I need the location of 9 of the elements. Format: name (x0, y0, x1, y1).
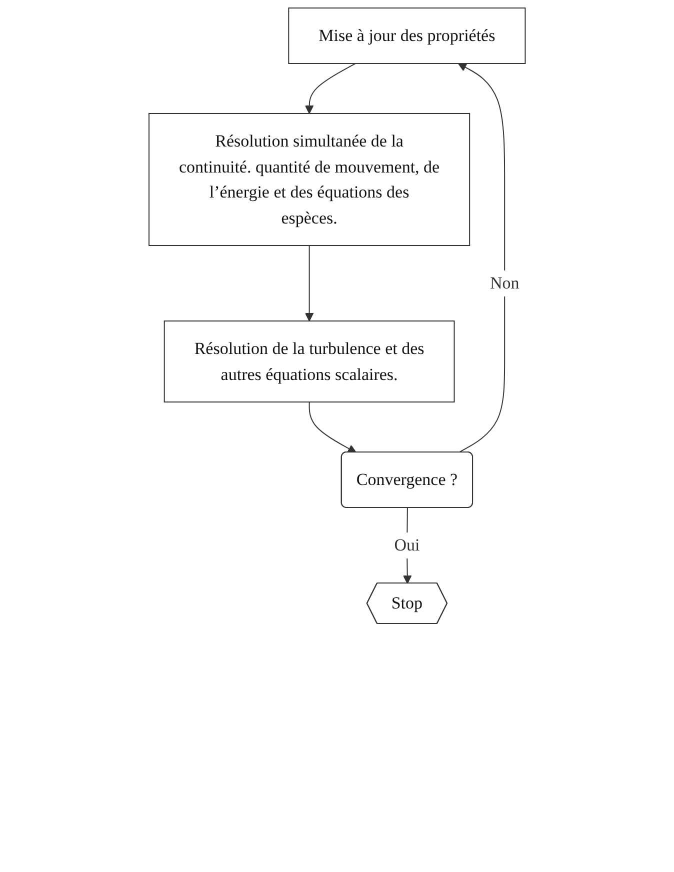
edge-label: Oui (394, 535, 420, 554)
arrow (304, 245, 314, 322)
edge-label: Non (490, 273, 520, 292)
arrow (458, 63, 505, 453)
node-box: Résolution de la turbulence et des autres équations scalaires. (164, 320, 455, 402)
node-box: Résolution simultanée de la continuité. quantité de mouvement, de l’énergie et des équations des espèces. (148, 113, 470, 246)
node-box: Mise à jour des propriétés (288, 8, 526, 64)
arrow (304, 63, 356, 114)
arrow (308, 401, 356, 453)
